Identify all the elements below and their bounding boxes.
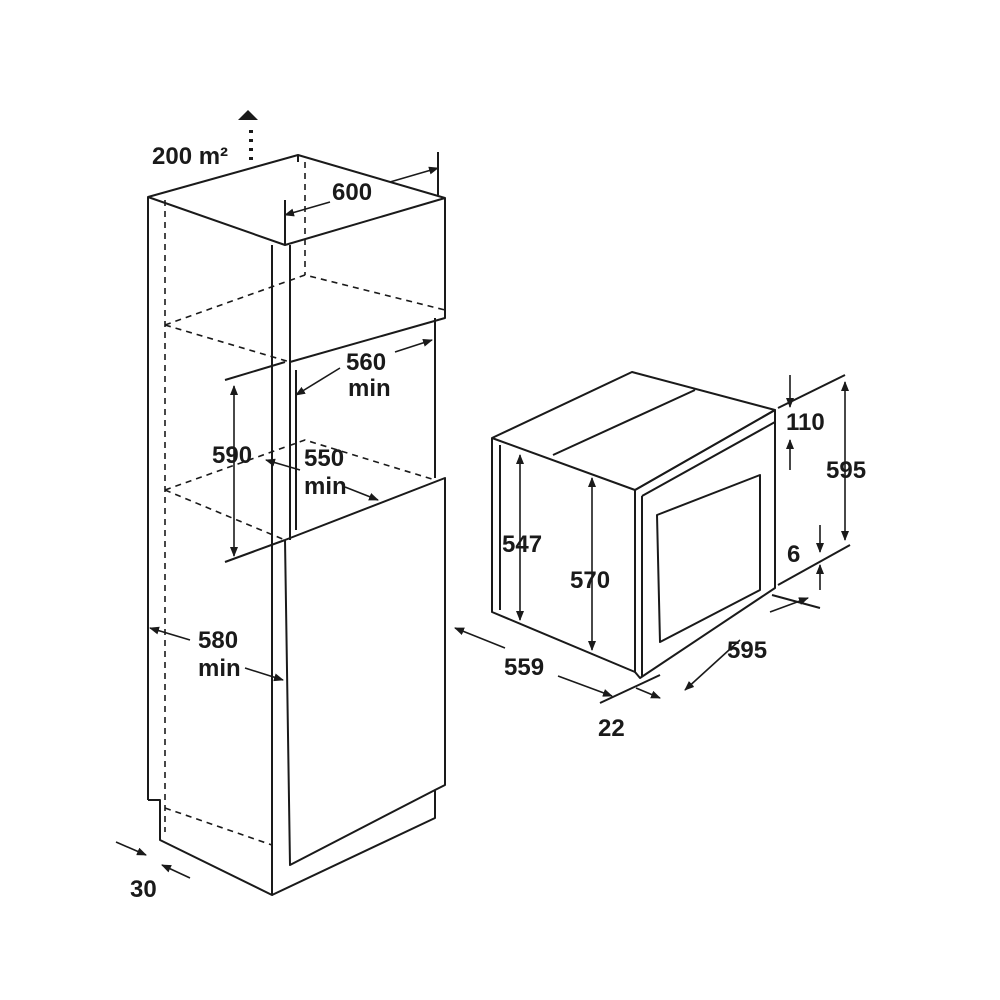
niche-height-label: 590 [212, 442, 252, 469]
ventilation-label: 200 m² [152, 143, 228, 170]
front-thickness-label: 22 [598, 715, 625, 742]
niche-depth-label: 550 [304, 445, 344, 472]
dimension-lines [115, 110, 851, 879]
oven [491, 371, 776, 679]
oven-width-label: 595 [727, 637, 767, 664]
oven-body-height-front-label: 547 [502, 531, 542, 558]
niche-width-min-label: min [348, 375, 391, 402]
oven-depth-label: 559 [504, 654, 544, 681]
oven-height-label: 595 [826, 457, 866, 484]
cabinet-depth-min-label: min [198, 655, 241, 682]
cabinet-width-label: 600 [332, 179, 372, 206]
tall-cabinet [147, 154, 446, 896]
plinth-gap-label: 30 [130, 876, 157, 903]
niche-width-label: 560 [346, 349, 386, 376]
niche-depth-min-label: min [304, 473, 347, 500]
bottom-gap-label: 6 [787, 541, 800, 568]
cabinet-depth-label: 580 [198, 627, 238, 654]
panel-height-label: 110 [786, 409, 825, 436]
oven-body-height-label: 570 [570, 567, 610, 594]
